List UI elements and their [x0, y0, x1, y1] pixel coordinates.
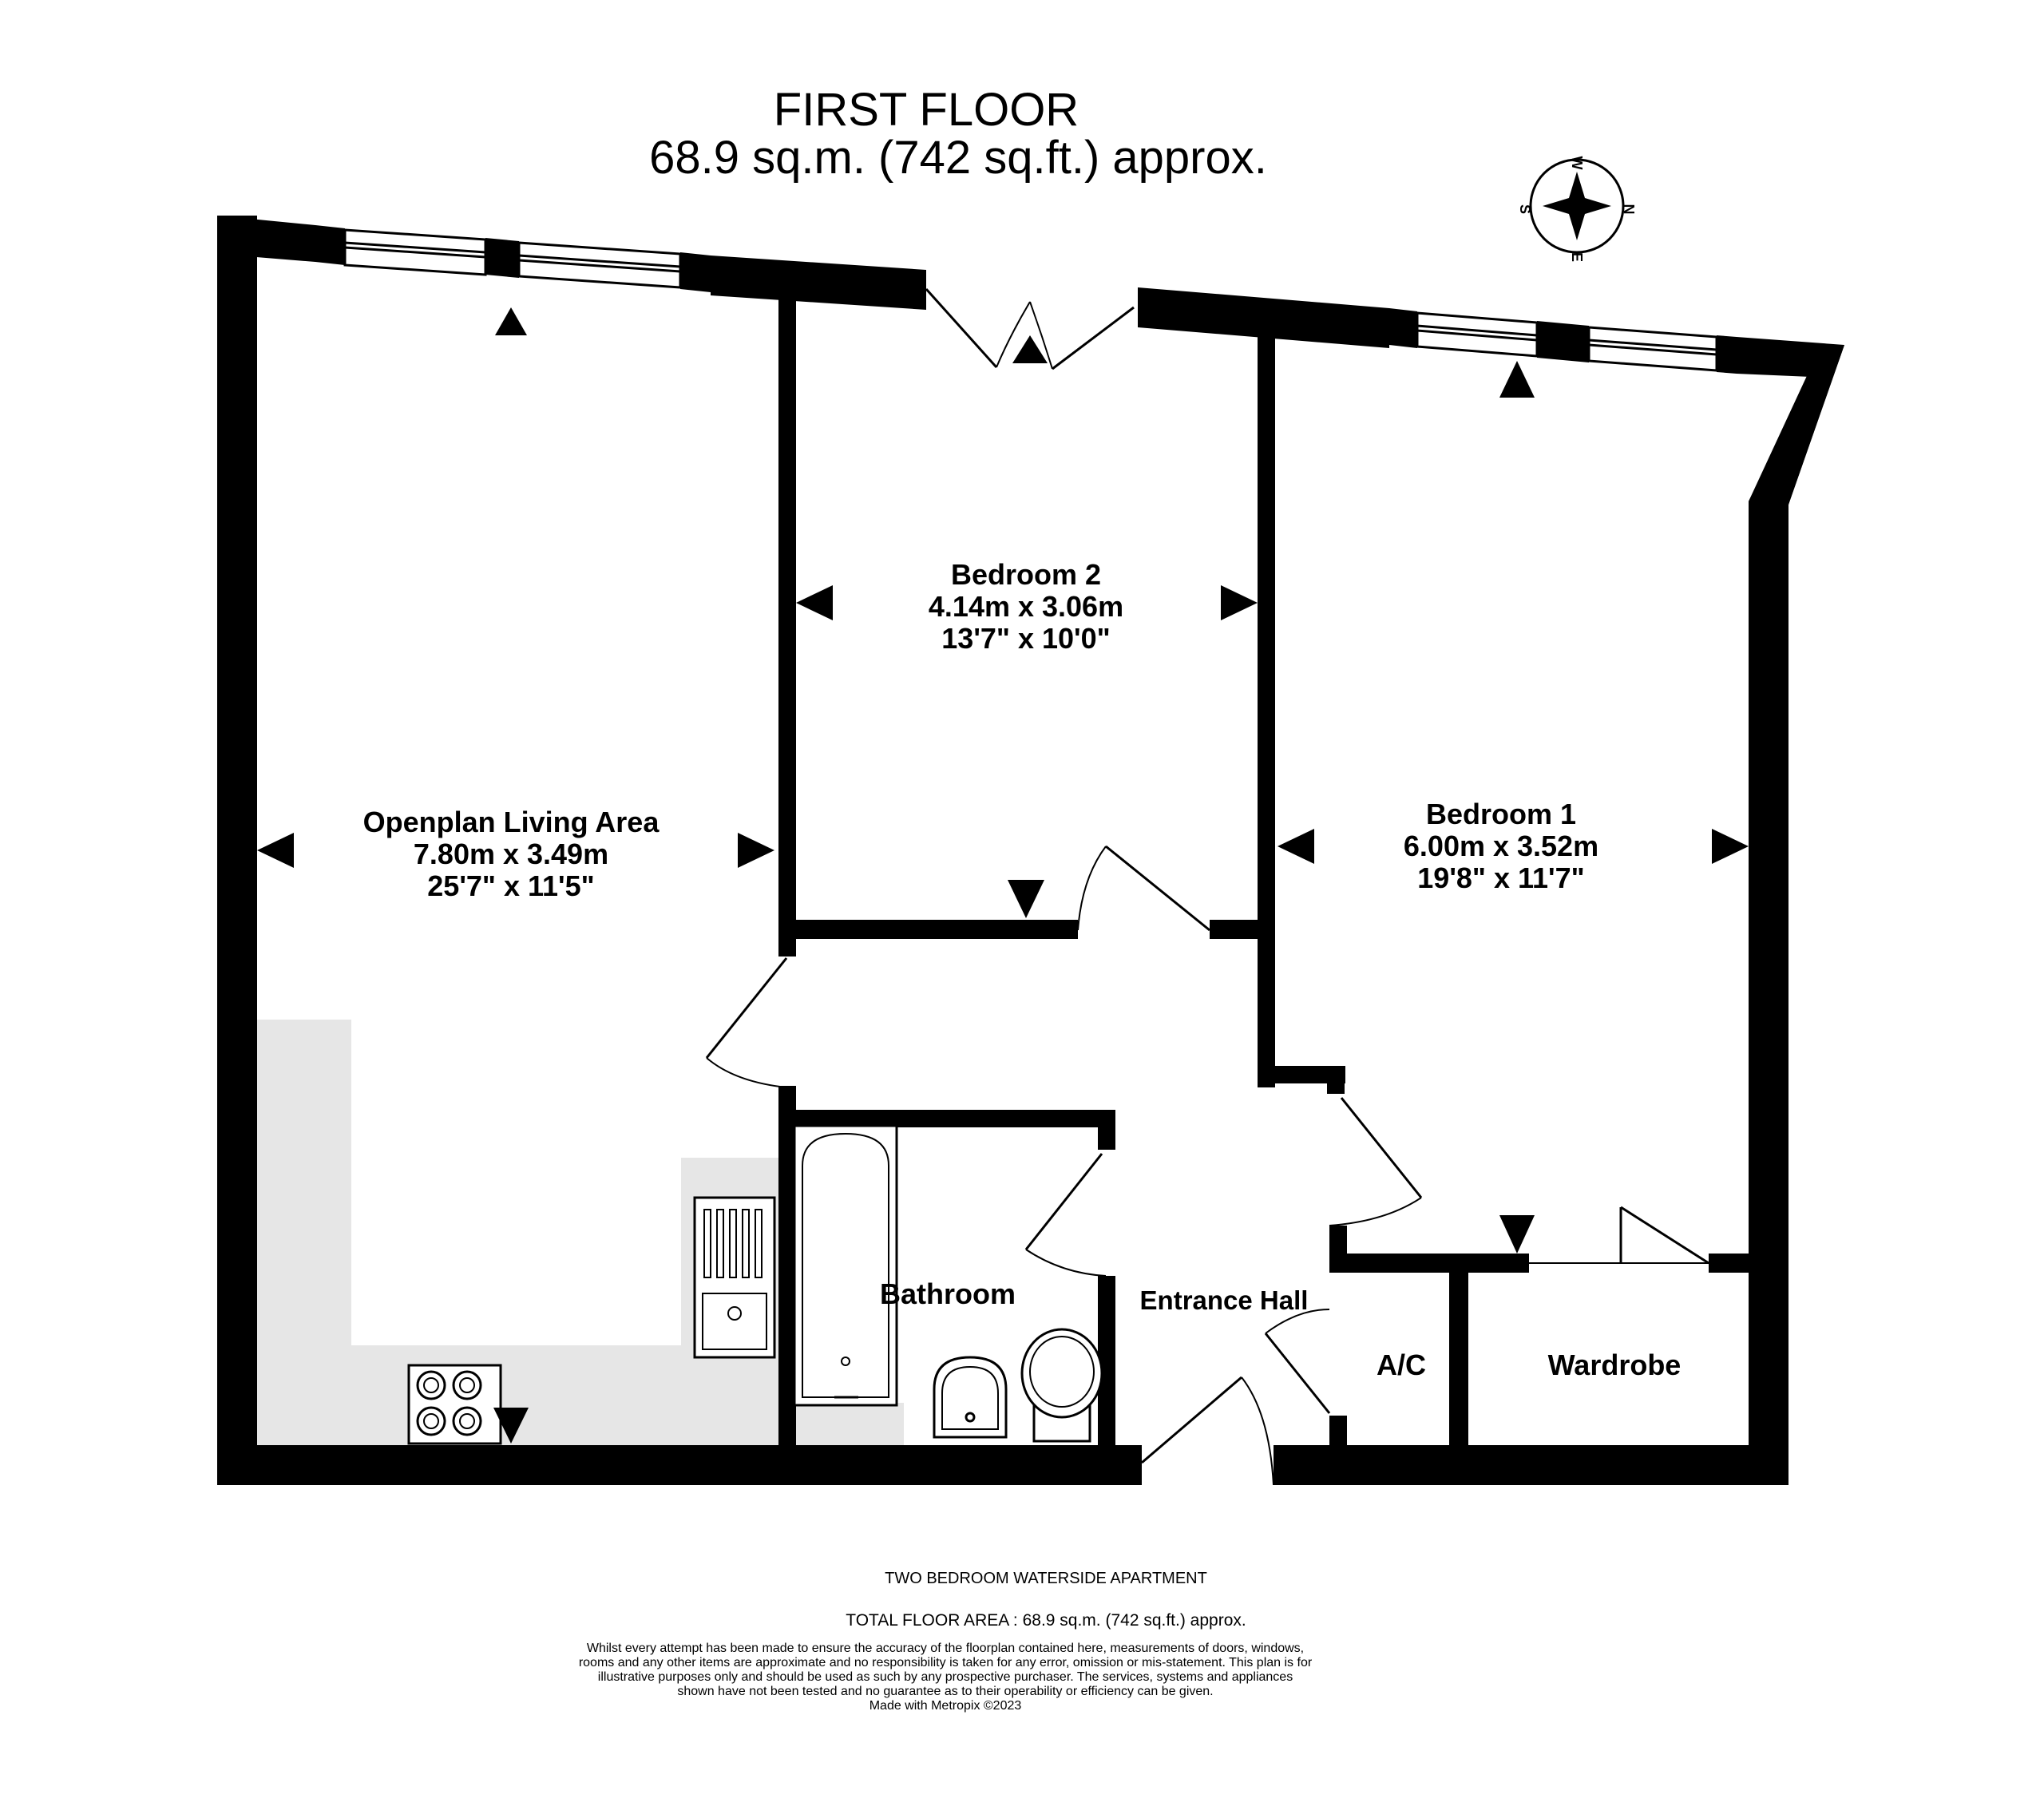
bathtub	[793, 1124, 898, 1407]
living-name: Openplan Living Area	[363, 806, 660, 838]
bathroom-name: Bathroom	[880, 1277, 1016, 1310]
hall-name: Entrance Hall	[1140, 1285, 1309, 1315]
dimension-arrows	[257, 307, 1749, 1444]
sink-unit	[693, 1196, 776, 1359]
windows	[343, 228, 1718, 372]
compass-icon: N E S W	[1517, 156, 1637, 263]
hob	[407, 1364, 502, 1445]
room-labels: Bedroom 2 4.14m x 3.06m 13'7" x 10'0" Op…	[363, 558, 1682, 1381]
doors	[705, 287, 1709, 1486]
footer-subtitle: TWO BEDROOM WATERSIDE APARTMENT	[885, 1570, 1207, 1587]
bedroom2-name: Bedroom 2	[951, 558, 1101, 591]
bedroom1-name: Bedroom 1	[1426, 798, 1576, 830]
ac-name: A/C	[1377, 1349, 1426, 1381]
bedroom2-metric: 4.14m x 3.06m	[929, 590, 1123, 623]
floor-area: 68.9 sq.m. (742 sq.ft.) approx.	[649, 132, 1267, 184]
washbasin	[933, 1356, 1008, 1439]
bedroom2-imperial: 13'7" x 10'0"	[941, 622, 1110, 655]
bedroom1-imperial: 19'8" x 11'7"	[1417, 861, 1584, 894]
wardrobe-name: Wardrobe	[1548, 1349, 1682, 1381]
compass-w: W	[1569, 156, 1585, 170]
living-metric: 7.80m x 3.49m	[414, 838, 608, 870]
footer-disclaimer: Whilst every attempt has been made to en…	[578, 1642, 1313, 1713]
footer-total-area: TOTAL FLOOR AREA : 68.9 sq.m. (742 sq.ft…	[846, 1611, 1246, 1630]
floor-title: FIRST FLOOR	[773, 84, 1079, 136]
compass-s: S	[1517, 204, 1533, 214]
toilet	[1020, 1328, 1103, 1443]
compass-n: N	[1621, 204, 1637, 215]
footer-credit: Made with Metropix ©2023	[869, 1699, 1022, 1713]
living-imperial: 25'7" x 11'5"	[427, 869, 594, 902]
compass-e: E	[1569, 252, 1585, 262]
bedroom1-metric: 6.00m x 3.52m	[1404, 830, 1598, 862]
disclaimer-text: Whilst every attempt has been made to en…	[578, 1642, 1313, 1698]
walls	[217, 216, 1844, 1485]
